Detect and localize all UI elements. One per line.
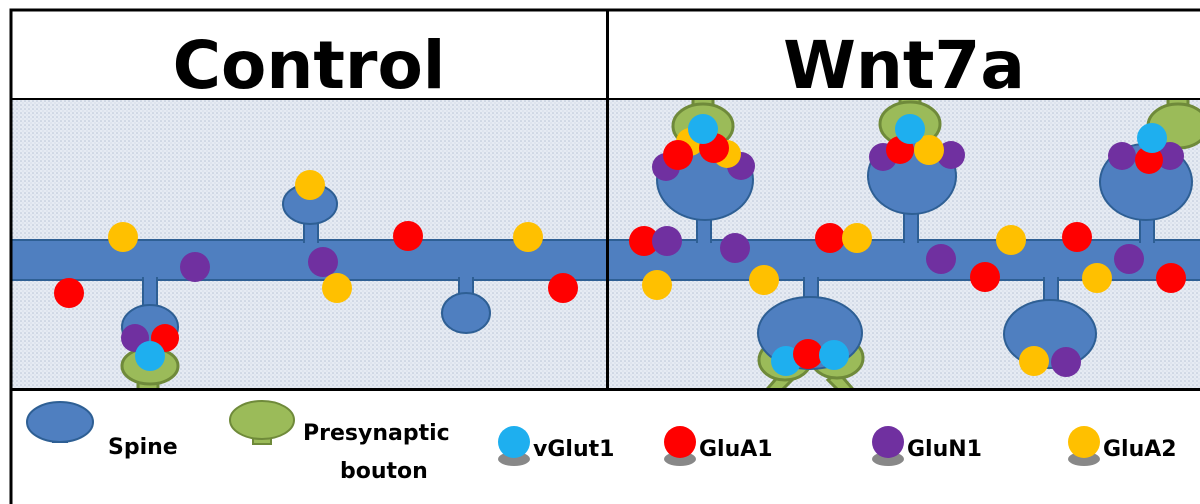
glun1-dot [1156, 142, 1184, 170]
legend-glun1-label: GluN1 [907, 437, 982, 462]
glua2-dot [842, 223, 872, 253]
glun1-dot [926, 244, 956, 274]
legend-vglut1-icon [498, 426, 530, 466]
vglut1-dot [1137, 123, 1167, 153]
legend-glua2-label: GluA2 [1103, 437, 1177, 462]
legend: Spine Presynaptic bouton vGlut1 GluA1 Gl… [26, 400, 1177, 484]
legend-glua1-icon [664, 426, 696, 466]
legend-bouton-label-2: bouton [340, 459, 428, 484]
glua2-dot [914, 135, 944, 165]
glua1-dot [793, 339, 823, 369]
control-title: Control [173, 27, 446, 104]
legend-spine-label: Spine [108, 435, 178, 460]
legend-glua1-label: GluA1 [699, 437, 773, 462]
vglut1-dot [895, 114, 925, 144]
glua2-dot [642, 270, 672, 300]
glua2-dot [295, 170, 325, 200]
vglut1-dot [688, 114, 718, 144]
legend-glun1-icon [872, 426, 904, 466]
glua2-dot [1019, 346, 1049, 376]
control-dendrite [12, 239, 606, 281]
glun1-dot [180, 252, 210, 282]
glua2-dot [322, 273, 352, 303]
vglut1-dot [819, 340, 849, 370]
glun1-dot [720, 233, 750, 263]
legend-bouton-label: Presynaptic [303, 421, 450, 446]
glua2-dot [996, 225, 1026, 255]
glua1-dot [393, 221, 423, 251]
glua1-dot [970, 262, 1000, 292]
wnt7a-title: Wnt7a [783, 27, 1025, 104]
glun1-dot [937, 141, 965, 169]
glua1-dot [1062, 222, 1092, 252]
glun1-dot [1114, 244, 1144, 274]
legend-vglut1-label: vGlut1 [533, 437, 614, 462]
glua1-dot [1156, 263, 1186, 293]
glua1-dot [548, 273, 578, 303]
glua1-dot [663, 140, 693, 170]
wnt7a-markers [629, 114, 1186, 377]
glun1-dot [1051, 347, 1081, 377]
wnt7a-panel [609, 100, 1200, 388]
glua2-dot [513, 222, 543, 252]
control-spine-lower-right [441, 277, 491, 334]
frame [9, 8, 1200, 504]
glua2-dot [749, 265, 779, 295]
glua1-dot [629, 226, 659, 256]
glun1-dot [1108, 142, 1136, 170]
glua2-dot [1082, 263, 1112, 293]
glua2-dot [108, 222, 138, 252]
glua1-dot [815, 223, 845, 253]
glun1-dot [308, 247, 338, 277]
glua1-dot [54, 278, 84, 308]
control-panel [12, 170, 606, 388]
control-markers [54, 170, 578, 371]
glua1-dot [1135, 146, 1163, 174]
legend-glua2-icon [1068, 426, 1100, 466]
vglut1-dot [135, 341, 165, 371]
glun1-dot [652, 226, 682, 256]
